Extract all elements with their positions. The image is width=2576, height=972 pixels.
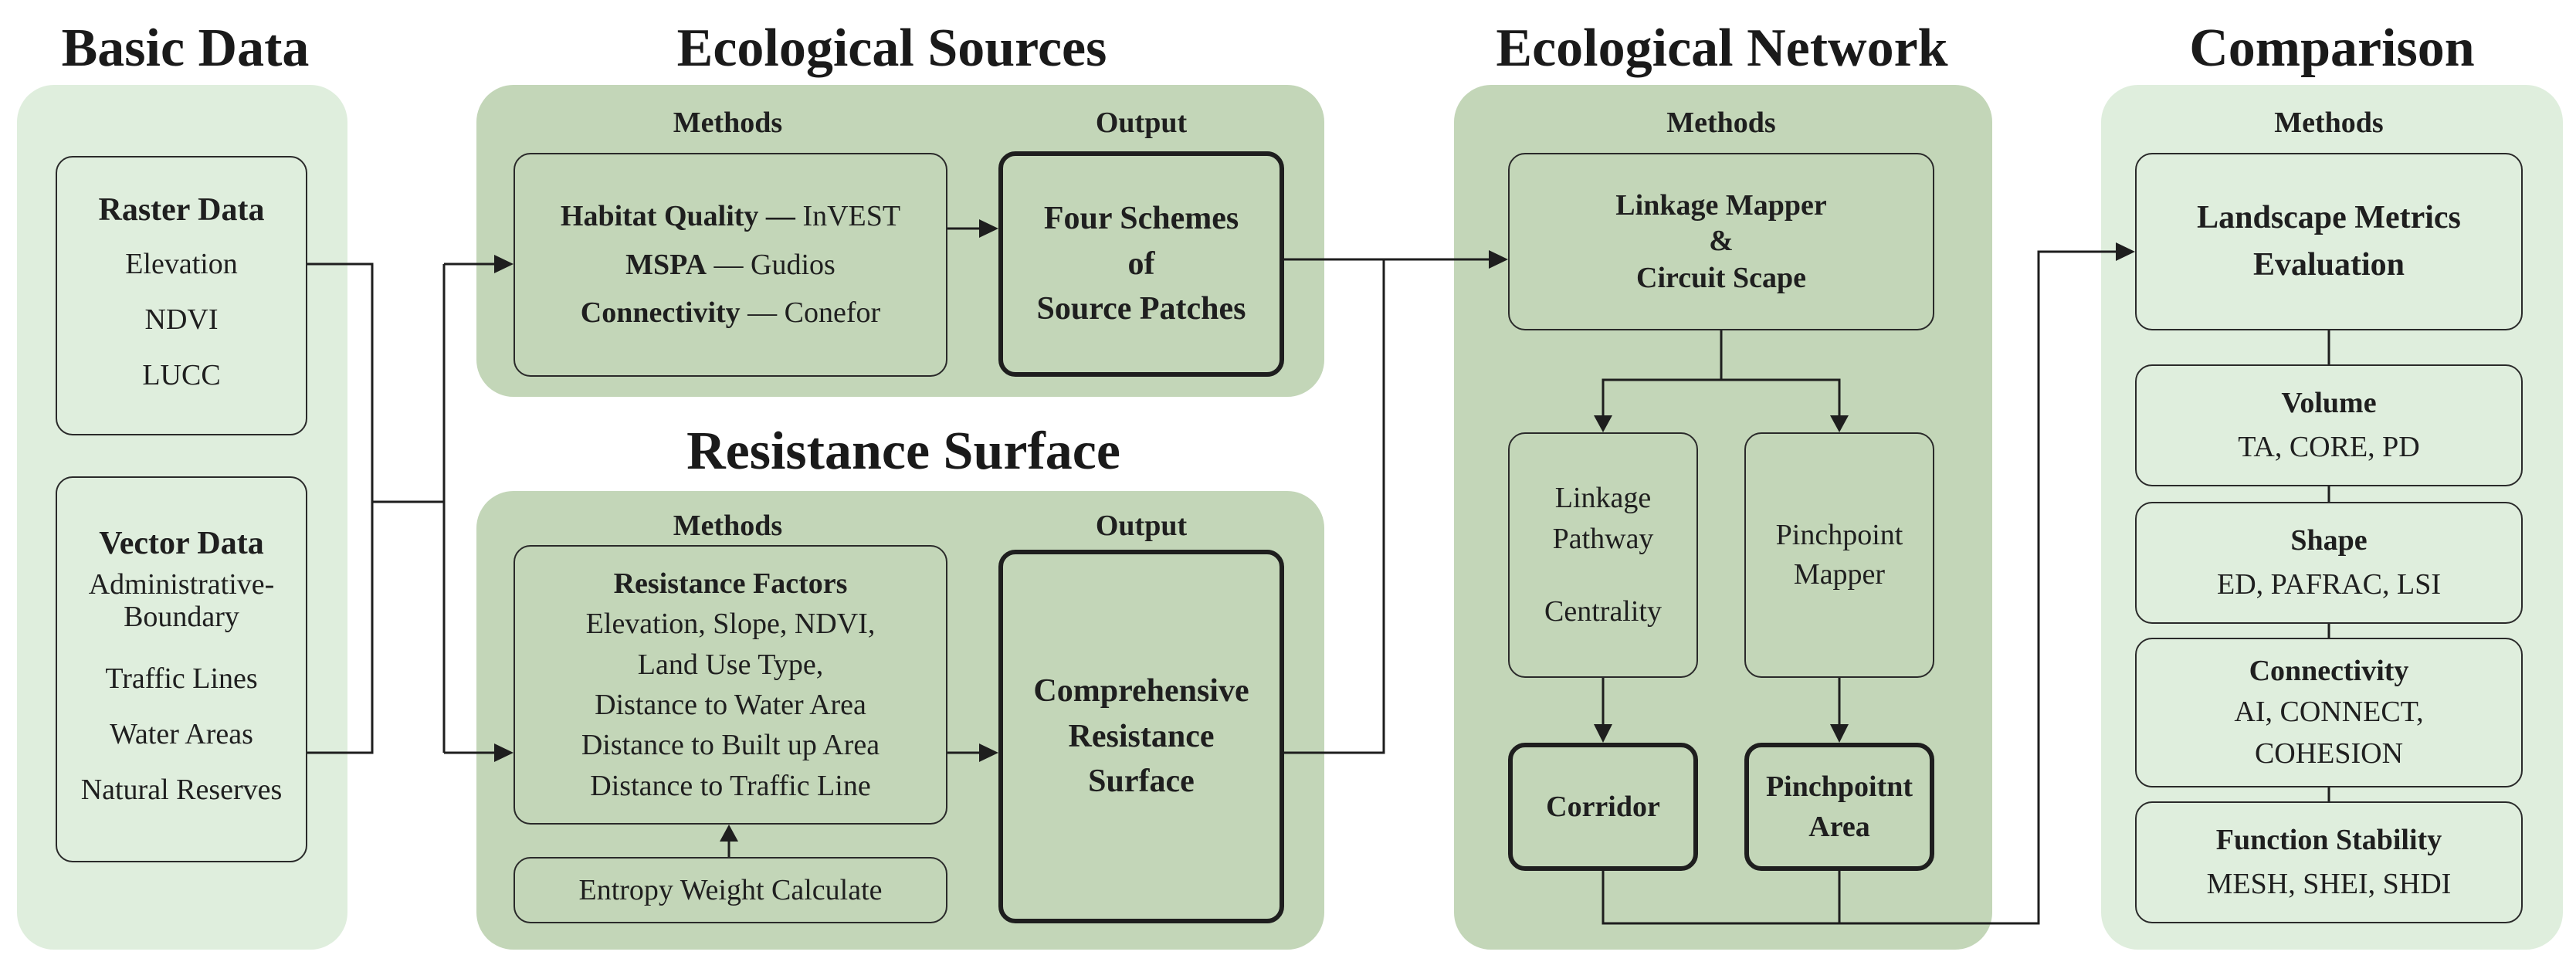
linkage-line: Linkage [1554, 482, 1652, 515]
sources-methods-box: Habitat Quality — InVEST MSPA — Gudios C… [514, 153, 947, 377]
factor-line: Distance to Built up Area [581, 729, 880, 762]
metrics-header-line: Landscape Metrics [2197, 200, 2461, 236]
metric-values: AI, CONNECT, [2234, 696, 2424, 729]
arrow-methods-to-output [979, 219, 998, 238]
resistance-methods-label: Methods [673, 510, 783, 542]
connector-vector [307, 502, 374, 754]
metrics-header-line: Evaluation [2252, 247, 2405, 283]
title-comparison: Comparison [2189, 19, 2475, 78]
vector-item: Traffic Lines [105, 662, 258, 695]
metric-connectivity-box: Connectivity AI, CONNECT, COHESION [2135, 638, 2523, 787]
title-basic-data: Basic Data [61, 19, 310, 78]
tool-line: & [1709, 225, 1734, 258]
arrow-to-resistance [494, 743, 514, 762]
network-methods-label: Methods [1666, 107, 1776, 139]
arrow-to-network [1489, 250, 1508, 269]
output-line: Surface [1088, 764, 1195, 800]
output-line: Resistance [1068, 718, 1215, 754]
source-patches-output-box: Four Schemes of Source Patches [998, 151, 1284, 377]
title-ecological-sources: Ecological Sources [676, 19, 1107, 78]
arrow-to-corridor [1594, 724, 1612, 743]
resistance-output-label: Output [1095, 510, 1188, 542]
pinchpoint-line: Mapper [1793, 558, 1886, 591]
factor-line: Land Use Type, [637, 648, 824, 681]
arrow-to-pinch-area [1830, 724, 1849, 743]
title-resistance-surface: Resistance Surface [686, 422, 1120, 481]
connector-network-split [1602, 330, 1723, 417]
vector-data-title: Vector Data [99, 525, 264, 561]
corridor-box: Corridor [1508, 743, 1698, 871]
comparison-methods-label: Methods [2274, 107, 2384, 139]
landscape-metrics-box: Landscape Metrics Evaluation [2135, 153, 2523, 330]
method-habitat-quality: Habitat Quality — InVEST [560, 199, 901, 232]
arrow-to-comparison [2116, 242, 2135, 261]
sources-output-label: Output [1095, 107, 1188, 139]
pinch-area-line: Area [1808, 811, 1870, 843]
metric-shape-box: Shape ED, PAFRAC, LSI [2135, 502, 2523, 624]
arrow-to-sources [494, 255, 514, 273]
entropy-weight-label: Entropy Weight Calculate [578, 873, 883, 906]
raster-item: NDVI [144, 303, 219, 337]
connector-raster [307, 262, 374, 502]
metric-title: Shape [2290, 524, 2368, 557]
output-line: Four Schemes [1043, 200, 1239, 236]
metric-title: Function Stability [2215, 824, 2442, 856]
arrow-to-pinchpoint [1830, 415, 1849, 432]
linkage-line: Centrality [1544, 595, 1662, 628]
raster-data-title: Raster Data [98, 192, 265, 229]
raster-data-box: Raster Data Elevation NDVI LUCC [56, 156, 307, 435]
metric-title: Volume [2281, 387, 2377, 419]
factor-line: Distance to Traffic Line [590, 769, 871, 802]
metric-function-stability-box: Function Stability MESH, SHEI, SHDI [2135, 801, 2523, 923]
output-line: Comprehensive [1033, 672, 1249, 709]
metric-values: MESH, SHEI, SHDI [2206, 868, 2452, 900]
title-ecological-network: Ecological Network [1496, 19, 1948, 78]
vector-item: Administrative- [88, 568, 275, 601]
vector-item: Natural Reserves [80, 774, 283, 807]
connector-network-out [1602, 250, 2117, 925]
resistance-factors-title: Resistance Factors [613, 567, 848, 600]
tool-line: Circuit Scape [1636, 261, 1806, 294]
method-mspa: MSPA — Gudios [625, 248, 836, 281]
resistance-factors-box: Resistance Factors Elevation, Slope, NDV… [514, 545, 947, 825]
output-line: Source Patches [1036, 291, 1246, 327]
vector-data-box: Vector Data Administrative- Boundary Tra… [56, 476, 307, 862]
corridor-label: Corridor [1546, 790, 1660, 823]
method-connectivity: Connectivity — Conefor [580, 296, 881, 330]
raster-item: Elevation [125, 248, 238, 281]
output-line: of [1127, 246, 1155, 282]
linkage-pathway-box: Linkage Pathway Centrality [1508, 432, 1698, 678]
factor-line: Distance to Water Area [595, 689, 866, 721]
raster-item: LUCC [142, 359, 221, 392]
entropy-weight-box: Entropy Weight Calculate [514, 857, 947, 923]
pinch-area-line: Pinchpoitnt [1765, 770, 1913, 803]
vector-item: Boundary [124, 601, 239, 634]
arrow-entropy-to-factors [720, 825, 738, 842]
arrow-to-linkage [1594, 415, 1612, 432]
linkage-mapper-box: Linkage Mapper & Circuit Scape [1508, 153, 1934, 330]
pinchpoint-mapper-box: Pinchpoint Mapper [1744, 432, 1934, 678]
resistance-output-box: Comprehensive Resistance Surface [998, 550, 1284, 923]
metric-values: ED, PAFRAC, LSI [2216, 568, 2441, 601]
pinchpoint-area-box: Pinchpoitnt Area [1744, 743, 1934, 871]
metric-volume-box: Volume TA, CORE, PD [2135, 364, 2523, 486]
metric-values: TA, CORE, PD [2238, 431, 2420, 463]
tool-line: Linkage Mapper [1615, 188, 1827, 222]
pinchpoint-line: Pinchpoint [1775, 518, 1903, 551]
linkage-line: Pathway [1552, 522, 1654, 555]
arrow-factors-to-output [979, 743, 998, 762]
sources-methods-label: Methods [673, 107, 783, 139]
metric-values: COHESION [2254, 737, 2404, 770]
metric-title: Connectivity [2249, 655, 2409, 688]
factor-line: Elevation, Slope, NDVI, [585, 608, 876, 641]
vector-item: Water Areas [110, 718, 253, 751]
connector-resistance-out [1284, 259, 1385, 754]
